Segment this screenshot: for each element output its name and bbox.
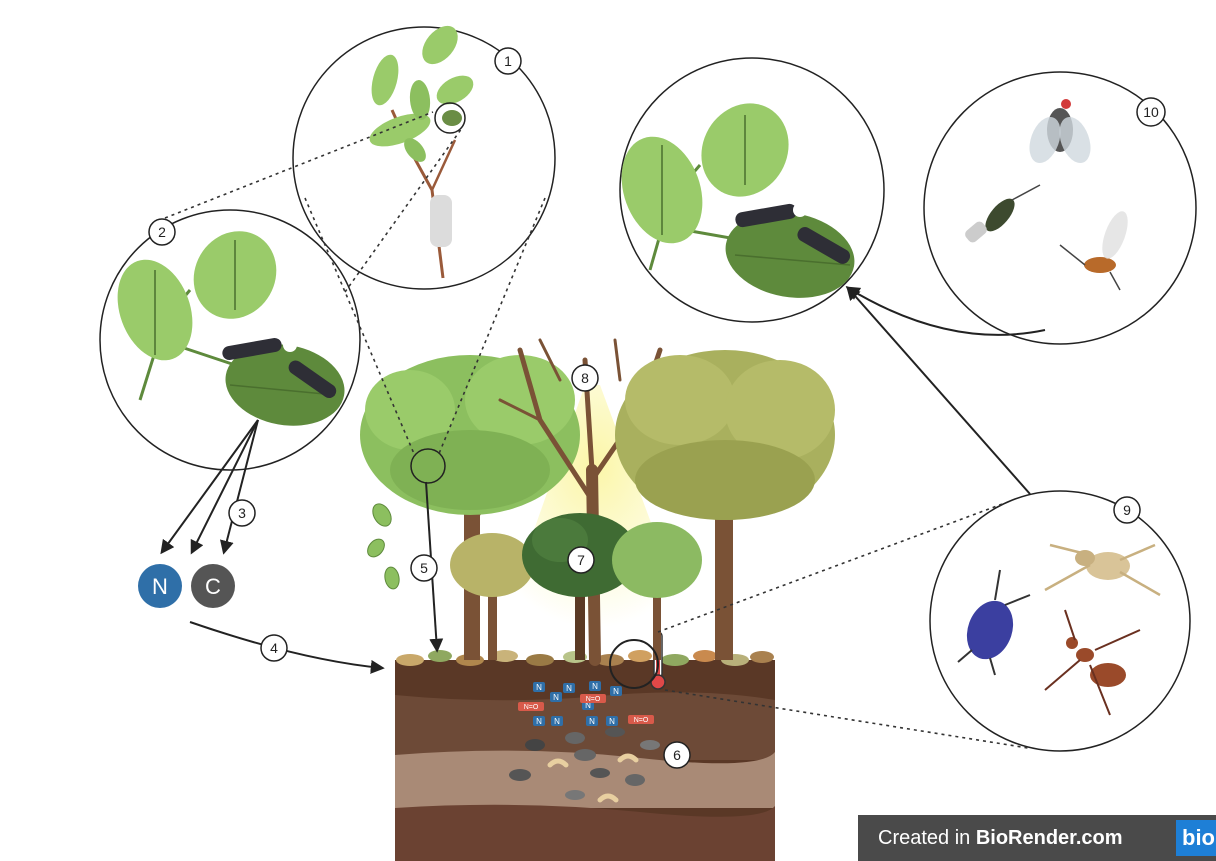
- nitrogen-element: N: [138, 564, 182, 608]
- zoom-circle-ground-arthropods: [930, 491, 1190, 751]
- svg-text:N: N: [536, 683, 542, 692]
- soil-nitrogen-molecule: N: [606, 716, 618, 726]
- soil-oxide-molecule: N=O: [580, 694, 606, 703]
- svg-text:N: N: [554, 717, 560, 726]
- svg-text:6: 6: [673, 747, 681, 763]
- svg-text:1: 1: [504, 53, 512, 69]
- svg-text:C: C: [205, 574, 221, 599]
- svg-text:N=O: N=O: [524, 704, 539, 711]
- biorender-watermark: Created in BioRender.com bio: [858, 815, 1216, 861]
- soil-block: N N N N N N N: [395, 632, 775, 861]
- soil-nitrogen-molecule: N: [533, 682, 545, 692]
- soil-nitrogen-molecule: N: [551, 716, 563, 726]
- step-label-8: 8: [572, 365, 598, 391]
- svg-text:3: 3: [238, 505, 246, 521]
- svg-text:10: 10: [1143, 104, 1159, 120]
- step-label-2: 2: [149, 219, 175, 245]
- zoom-circle-herbivory: [100, 210, 360, 470]
- soil-oxide-molecule: N=O: [628, 715, 654, 724]
- svg-text:9: 9: [1123, 502, 1131, 518]
- soil-nitrogen-molecule: N: [550, 692, 562, 702]
- svg-text:8: 8: [581, 370, 589, 386]
- step-label-1: 1: [495, 48, 521, 74]
- soil-nitrogen-molecule: N: [610, 686, 622, 696]
- biorender-logo: bio: [1176, 820, 1216, 856]
- step-label-5: 5: [411, 555, 437, 581]
- svg-text:5: 5: [420, 560, 428, 576]
- soil-oxide-molecule: N=O: [518, 702, 544, 711]
- svg-text:N: N: [566, 684, 572, 693]
- svg-text:N: N: [589, 717, 595, 726]
- soil-nitrogen-molecule: N: [586, 716, 598, 726]
- svg-text:7: 7: [577, 552, 585, 568]
- carbon-element: C: [191, 564, 235, 608]
- svg-text:N: N: [609, 717, 615, 726]
- svg-text:N=O: N=O: [634, 717, 649, 724]
- svg-text:N: N: [613, 687, 619, 696]
- step-label-4: 4: [261, 635, 287, 661]
- svg-text:N: N: [536, 717, 542, 726]
- svg-text:N: N: [152, 574, 168, 599]
- falling-leaves: [364, 501, 401, 590]
- svg-text:N: N: [592, 682, 598, 691]
- watermark-text: Created in BioRender.com: [858, 827, 1123, 850]
- step-label-9: 9: [1114, 497, 1140, 523]
- forest-scene: [360, 340, 835, 688]
- svg-text:2: 2: [158, 224, 166, 240]
- step-label-10: 10: [1137, 98, 1165, 126]
- soil-nitrogen-molecule: N: [533, 716, 545, 726]
- watermark-brand: BioRender.com: [976, 827, 1123, 849]
- soil-nitrogen-molecule: N: [589, 681, 601, 691]
- watermark-prefix: Created in: [878, 827, 976, 849]
- step-label-3: 3: [229, 500, 255, 526]
- svg-text:N: N: [553, 693, 559, 702]
- step-label-6: 6: [664, 742, 690, 768]
- svg-text:N=O: N=O: [586, 696, 601, 703]
- zoom-circle-herbivory-predation: [607, 58, 884, 322]
- svg-text:4: 4: [270, 640, 278, 656]
- step-label-7: 7: [568, 547, 594, 573]
- soil-nitrogen-molecule: N: [563, 683, 575, 693]
